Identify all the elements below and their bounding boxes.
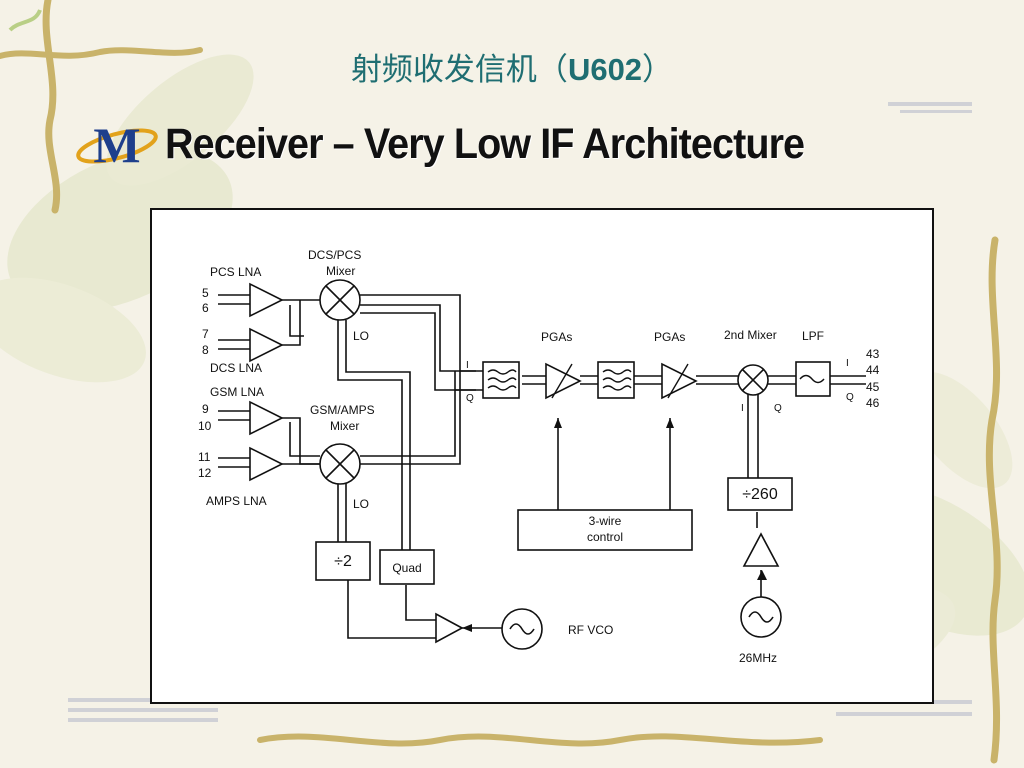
label-quad: Quad (392, 561, 421, 575)
label-pgas-2: PGAs (654, 330, 685, 344)
pin-44: 44 (866, 363, 880, 377)
label-rf-vco: RF VCO (568, 623, 613, 637)
pin-12: 12 (198, 466, 212, 480)
label-q-output: Q (846, 392, 854, 403)
pin-45: 45 (866, 380, 880, 394)
title-close-paren: ） (642, 52, 674, 88)
divide-260-block (727, 477, 793, 511)
label-26mhz: 26MHz (739, 651, 777, 665)
pin-11: 11 (198, 450, 211, 464)
pin-6: 6 (202, 301, 209, 315)
pin-10: 10 (198, 419, 212, 433)
label-i-mixer: I (741, 403, 744, 414)
label-dcs-pcs-mixer-2: Mixer (326, 264, 355, 278)
pin-46: 46 (866, 396, 880, 410)
title-part-number: U602 (567, 52, 643, 87)
low-pass-filter (795, 361, 831, 397)
vco-buffer-amp (435, 612, 464, 644)
label-dcs-lna: DCS LNA (210, 361, 262, 375)
pin-8: 8 (202, 343, 209, 357)
company-logo: M (76, 117, 158, 173)
label-lo-top: LO (353, 329, 369, 343)
architecture-heading: Receiver – Very Low IF Architecture (165, 120, 805, 168)
quad-block (379, 549, 435, 585)
label-gsm-amps-mixer-1: GSM/AMPS (310, 403, 375, 417)
label-lo-bottom: LO (353, 497, 369, 511)
reference-buffer-amp (742, 532, 780, 567)
pin-43: 43 (866, 347, 880, 361)
amps-lna-amplifier (249, 446, 284, 482)
label-pcs-lna: PCS LNA (210, 265, 261, 279)
diagram-frame (150, 208, 934, 704)
label-dcs-pcs-mixer-1: DCS/PCS (308, 248, 361, 262)
three-wire-control-block (517, 509, 693, 551)
label-divide-260: ÷260 (742, 486, 778, 503)
pga-1 (545, 362, 582, 400)
label-amps-lna: AMPS LNA (206, 494, 267, 508)
label-gsm-lna: GSM LNA (210, 385, 264, 399)
label-i-output: I (846, 358, 849, 369)
label-q-input: Q (466, 393, 474, 404)
divide-2-block (315, 541, 371, 581)
pga-2 (661, 362, 698, 400)
slide-title: 射频收发信机（U602） (0, 44, 1024, 89)
title-chinese: 射频收发信机（ (350, 52, 568, 88)
label-pgas-1: PGAs (541, 330, 572, 344)
gsm-lna-amplifier (249, 400, 284, 436)
label-divide-2: ÷2 (334, 553, 352, 570)
label-i-input: I (466, 360, 469, 371)
dcs-lna-amplifier (249, 327, 284, 363)
logo-letter: M (93, 117, 140, 173)
label-control: control (587, 530, 623, 544)
pin-5: 5 (202, 286, 209, 300)
label-q-mixer: Q (774, 403, 782, 414)
label-gsm-amps-mixer-2: Mixer (330, 419, 359, 433)
label-three-wire: 3-wire (589, 514, 622, 528)
pin-9: 9 (202, 402, 209, 416)
pcs-lna-amplifier (249, 282, 284, 318)
label-lpf: LPF (802, 329, 824, 343)
label-second-mixer: 2nd Mixer (724, 328, 777, 342)
pin-7: 7 (202, 327, 209, 341)
receiver-block-diagram: PCS LNA DCS LNA GSM LNA AMPS LNA DCS/PCS… (150, 208, 934, 704)
